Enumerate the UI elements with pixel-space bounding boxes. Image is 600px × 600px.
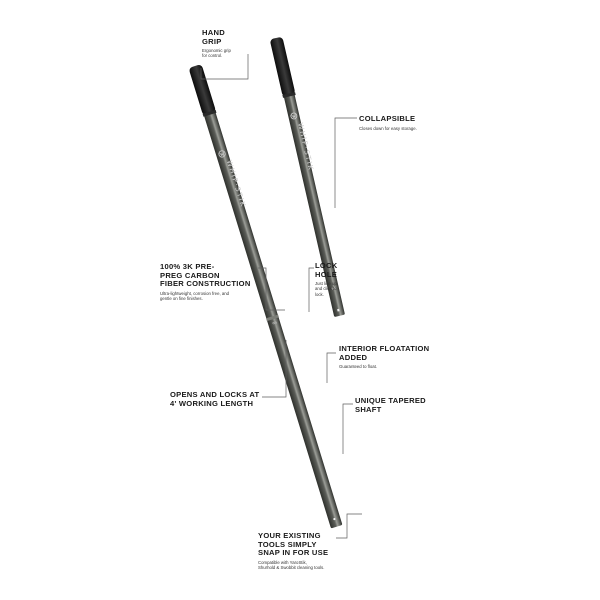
leader-collapsible xyxy=(334,117,357,208)
extended-pole-shaft xyxy=(198,93,343,529)
callout-existing-tools-description: Compatible with YaroStik, Shurhold & Swo… xyxy=(258,559,325,570)
callout-collapsible-title: COLLAPSIBLE xyxy=(359,114,416,123)
extended-pole-joint xyxy=(266,314,279,322)
callout-existing-tools: YOUR EXISTING TOOLS SIMPLY SNAP IN FOR U… xyxy=(258,531,329,570)
callout-tapered-shaft-title: UNIQUE TAPERED SHAFT xyxy=(355,396,426,414)
collapsed-pole-end-mark: WS xyxy=(331,286,337,291)
callout-hand-grip-title: HAND GRIP xyxy=(202,28,225,46)
leader-locks xyxy=(262,340,287,398)
callout-hand-grip-description: Ergonomic grip for control. xyxy=(202,48,231,59)
callout-collapsible: COLLAPSIBLE Closes down for easy storage… xyxy=(359,114,417,131)
callout-lock-hole: LOCK HOLE Just line up and click to lock… xyxy=(315,261,338,297)
callout-working-length-title: OPENS AND LOCKS AT 4' WORKING LENGTH xyxy=(170,390,260,408)
leader-hand-grip xyxy=(200,54,249,80)
callout-collapsible-description: Closes down for easy storage. xyxy=(359,125,417,131)
leader-tapered xyxy=(342,403,353,454)
callout-working-length: OPENS AND LOCKS AT 4' WORKING LENGTH xyxy=(170,390,260,408)
callout-interior-floatation-title: INTERIOR FLOATATION ADDED xyxy=(339,344,430,362)
collapsed-pole: WHIP·STIK WS xyxy=(270,37,345,317)
callout-existing-tools-title: YOUR EXISTING TOOLS SIMPLY SNAP IN FOR U… xyxy=(258,531,329,558)
extended-pole-end-hole xyxy=(333,517,336,521)
callout-interior-floatation: INTERIOR FLOATATION ADDED Guaranteed to … xyxy=(339,344,430,370)
extended-pole-grip xyxy=(189,64,216,115)
leader-tools xyxy=(336,513,362,539)
callout-tapered-shaft: UNIQUE TAPERED SHAFT xyxy=(355,396,426,414)
callout-leader-lines xyxy=(200,54,362,539)
leader-carbon xyxy=(258,267,285,311)
callout-hand-grip: HAND GRIP Ergonomic grip for control. xyxy=(202,28,231,59)
collapsed-pole-lock-hole xyxy=(337,308,340,312)
extended-pole-logo-mark xyxy=(218,150,226,158)
leader-floatation xyxy=(326,352,336,383)
collapsed-pole-logo-mark xyxy=(290,112,298,120)
leader-lock-hole xyxy=(308,267,314,312)
collapsed-pole-grip xyxy=(270,37,295,97)
callout-lock-hole-description: Just line up and click to lock. xyxy=(315,281,337,297)
callout-carbon-construction: 100% 3K PRE- PREG CARBON FIBER CONSTRUCT… xyxy=(160,262,251,301)
extended-pole-joint-mark: WS xyxy=(272,320,278,325)
callout-carbon-construction-description: Ultra-lightweight, corrosion free, and g… xyxy=(160,290,230,301)
callout-lock-hole-title: LOCK HOLE xyxy=(315,261,338,279)
callout-interior-floatation-description: Guaranteed to float. xyxy=(339,364,377,370)
collapsed-pole-shaft xyxy=(277,66,345,317)
callout-carbon-construction-title: 100% 3K PRE- PREG CARBON FIBER CONSTRUCT… xyxy=(160,262,251,289)
